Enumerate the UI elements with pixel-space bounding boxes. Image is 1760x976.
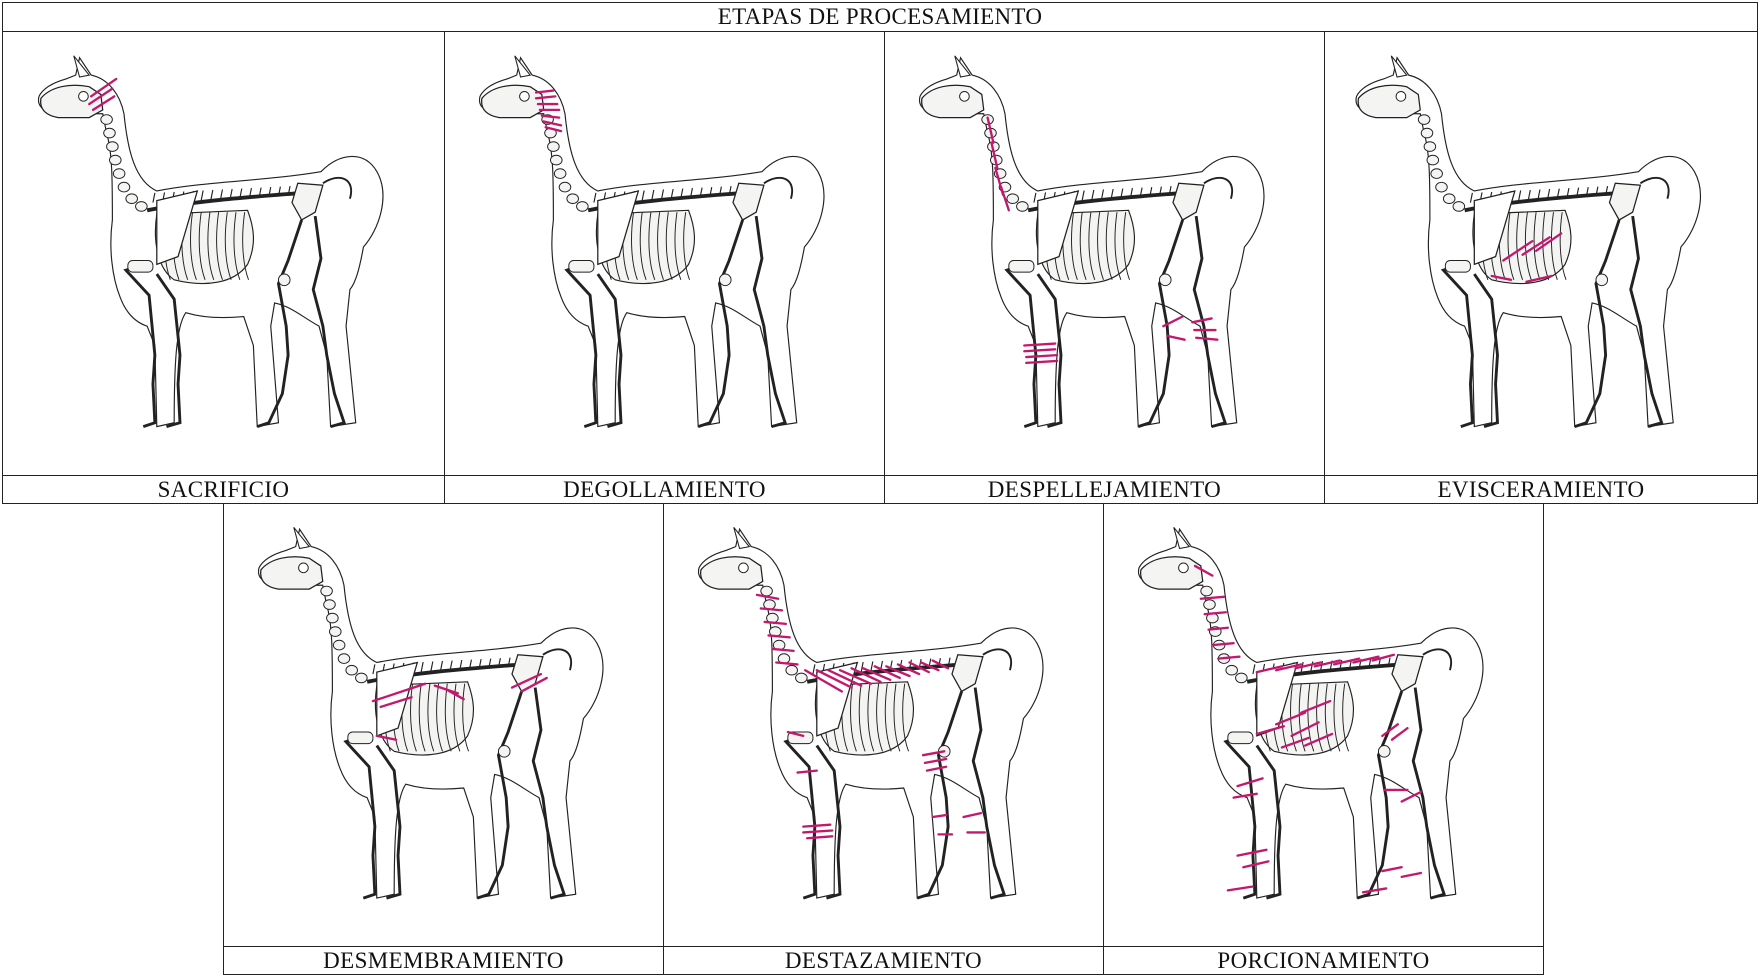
stifle-joint <box>498 746 510 758</box>
humerus <box>1228 732 1253 744</box>
llama-figure <box>1356 56 1700 427</box>
humerus <box>348 732 373 744</box>
eye-orbit <box>1396 92 1406 102</box>
vertebra <box>786 665 798 675</box>
stage-label: SACRIFICIO <box>2 475 445 504</box>
llama-figure <box>1139 527 1483 898</box>
stifle-joint <box>1159 274 1171 286</box>
vertebra <box>550 155 562 165</box>
vertebra <box>327 613 339 623</box>
eye-orbit <box>299 563 309 573</box>
vertebra <box>118 182 130 192</box>
vertebra <box>107 142 119 152</box>
vertebra <box>324 600 336 610</box>
stage-label: PORCIONAMIENTO <box>1103 946 1544 975</box>
cut-mark <box>1382 867 1401 871</box>
panel-porcionamiento <box>1103 503 1544 947</box>
vertebra <box>1017 202 1029 212</box>
llama-skeleton-illustration <box>1325 32 1757 475</box>
vertebra <box>1427 155 1439 165</box>
panel-evisceramiento <box>1324 31 1758 476</box>
vertebra <box>1204 600 1216 610</box>
eye-orbit <box>739 563 749 573</box>
vertebra <box>1201 586 1213 596</box>
stifle-joint <box>278 274 290 286</box>
figure-title: ETAPAS DE PROCESAMIENTO <box>2 2 1758 32</box>
vertebra <box>1431 169 1443 179</box>
vertebra <box>567 194 579 204</box>
vertebra <box>1418 115 1430 125</box>
vertebra <box>796 673 808 683</box>
humerus <box>128 261 153 273</box>
vertebra <box>101 115 113 125</box>
vertebra <box>338 654 350 664</box>
vertebra <box>1424 142 1436 152</box>
vertebra <box>333 640 345 650</box>
vertebra <box>559 182 571 192</box>
vertebra <box>109 155 121 165</box>
stifle-joint <box>1596 274 1608 286</box>
humerus <box>569 261 594 273</box>
llama-figure <box>699 527 1043 898</box>
panel-despellejamiento <box>884 31 1325 476</box>
panel-desmembramiento <box>223 503 664 947</box>
vertebra <box>761 586 773 596</box>
vertebra <box>548 142 560 152</box>
cut-mark <box>933 815 947 817</box>
humerus <box>1009 261 1034 273</box>
llama-skeleton-illustration <box>664 504 1103 946</box>
cut-mark <box>1167 336 1184 340</box>
vertebra <box>126 194 138 204</box>
eye-orbit <box>520 92 530 102</box>
vertebra <box>346 665 358 675</box>
llama-figure <box>480 56 824 427</box>
vertebra <box>329 627 341 637</box>
llama-skeleton-illustration <box>445 32 884 475</box>
vertebra <box>577 202 589 212</box>
stifle-joint <box>1378 746 1390 758</box>
cut-mark <box>1402 873 1421 877</box>
vertebra <box>104 128 116 138</box>
llama-skeleton-illustration <box>3 32 444 475</box>
llama-figure <box>920 56 1264 427</box>
humerus <box>1445 261 1470 273</box>
stage-label: DEGOLLAMIENTO <box>444 475 885 504</box>
vertebra <box>1436 182 1448 192</box>
eye-orbit <box>960 92 970 102</box>
llama-figure <box>39 56 383 427</box>
llama-skeleton-illustration <box>224 504 663 946</box>
panel-destazamiento <box>663 503 1104 947</box>
eye-orbit <box>1179 563 1189 573</box>
vertebra <box>321 586 333 596</box>
stifle-joint <box>719 274 731 286</box>
vertebra <box>356 673 368 683</box>
vertebra <box>1007 194 1019 204</box>
stage-label: DESMEMBRAMIENTO <box>223 946 664 975</box>
stage-label: DESPELLEJAMIENTO <box>884 475 1325 504</box>
llama-skeleton-illustration <box>1104 504 1543 946</box>
stage-label: EVISCERAMIENTO <box>1324 475 1758 504</box>
llama-skeleton-illustration <box>885 32 1324 475</box>
eye-orbit <box>79 92 89 102</box>
cut-mark <box>964 813 981 817</box>
vertebra <box>113 169 125 179</box>
vertebra <box>1226 665 1238 675</box>
vertebra <box>1443 194 1455 204</box>
vertebra <box>136 202 148 212</box>
vertebra <box>1453 202 1465 212</box>
panel-sacrificio <box>2 31 445 476</box>
stage-label: DESTAZAMIENTO <box>663 946 1104 975</box>
cut-mark <box>1228 887 1253 891</box>
panel-degollamiento <box>444 31 885 476</box>
vertebra <box>554 169 566 179</box>
vertebra <box>1421 128 1433 138</box>
llama-figure <box>259 527 603 898</box>
vertebra <box>1236 673 1248 683</box>
